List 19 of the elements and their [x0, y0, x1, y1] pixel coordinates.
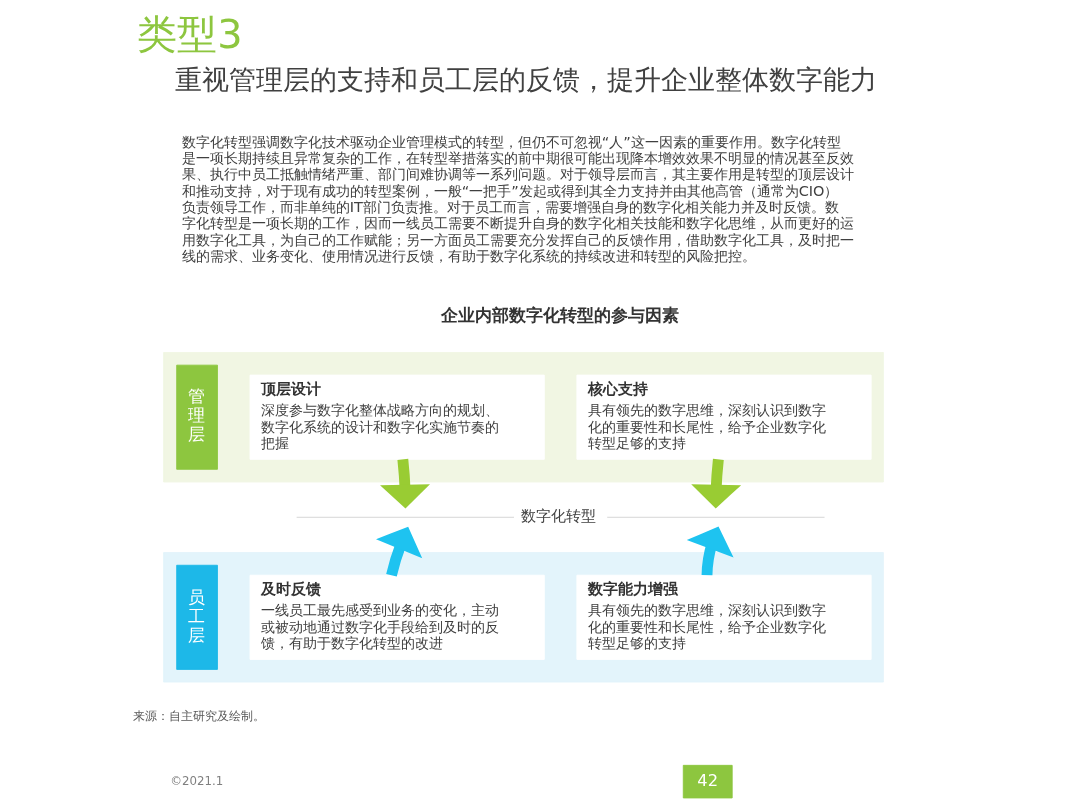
node-box: 员工层	[176, 564, 218, 670]
node-box: 及时反馈 一线员工最先感受到业务的变化，主动或被动地通过数字化手段给到及时的反馈，有助于数字化转型的改进	[249, 574, 545, 660]
cluster	[163, 552, 884, 683]
node-box: 数字能力增强 具有领先的数字思维，深刻认识到数字化的重要性和长尾性，给予企业数字化转型足够的支持	[576, 574, 872, 660]
arrow	[376, 526, 423, 577]
diagram-title: 类型3	[137, 10, 243, 57]
cluster	[163, 352, 884, 483]
label: 来源：自主研究及绘制。	[133, 709, 266, 724]
node-box: 核心支持 具有领先的数字思维，深刻认识到数字化的重要性和长尾性，给予企业数字化转型足够的支持	[576, 374, 872, 460]
label: 企业内部数字化转型的参与因素	[441, 304, 680, 325]
label: 重视管理层的支持和员工层的反馈，提升企业整体数字能力	[175, 63, 878, 95]
label: 42	[697, 770, 719, 790]
arrow	[691, 458, 742, 509]
node-box: 顶层设计 深度参与数字化整体战略方向的规划、数字化系统的设计和数字化实施节奏的把握	[249, 374, 545, 460]
node-text: 数字化转型	[521, 507, 597, 526]
node-box: 管理层	[176, 364, 218, 470]
arrow	[380, 458, 430, 509]
label: ©2021.1	[170, 773, 224, 788]
label: 数字化转型强调数字化技术驱动企业管理模式的转型，但仍不可忽视“人”这一因素的重要作用。数字化转型是一项长期持续且异常复杂的工作，在转型举措落实的前中期很可能出现降本增效效果不明显的情况甚至反效果、执行中员工抵触情绪严重、部门间难协调等一系列问题。对于领导层而言，其主要作用是转型的顶层设计和推动支持，对于现有成功的转型案例，一般“一把手”发起或得到其全力支持并由其他高管（通常为CIO）负责领导工作，而非单纯的IT部门负责推。对于员工而言，需要增强自身的数字化相关能力并及时反馈。数字化转型是一项长期的工作，因而一线员工需要不断提升自身的数字化相关技能和数字化思维，从而更好的运用数字化工具，为自己的工作赋能；另一方面员工需要充分发挥自己的反馈作用，借助数字化工具，及时把一线的需求、业务变化、使用情况进行反馈，有助于数字化系统的持续改进和转型的风险把控。	[181, 133, 854, 264]
